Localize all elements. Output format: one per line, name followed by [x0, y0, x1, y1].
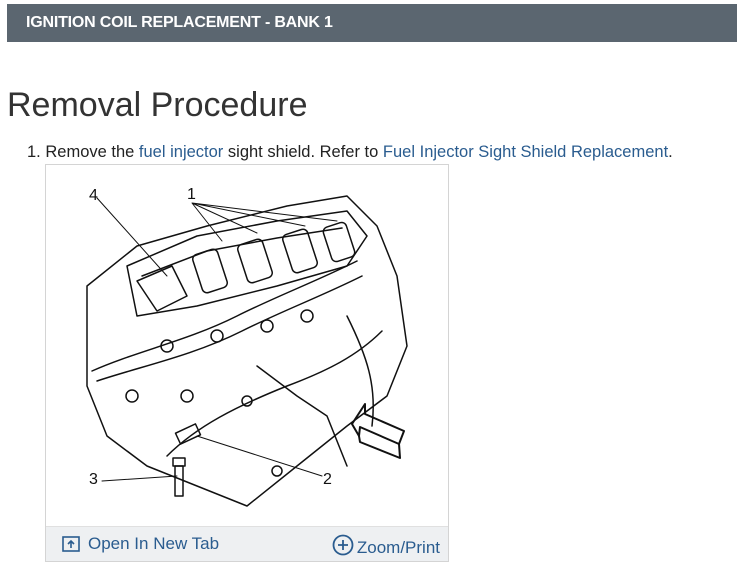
step-number: 1.	[27, 143, 41, 161]
sight-shield-replacement-link[interactable]: Fuel Injector Sight Shield Replacement	[382, 143, 669, 161]
header-bar: IGNITION COIL REPLACEMENT - BANK 1	[7, 4, 737, 42]
fuel-injector-link[interactable]: fuel injector	[138, 143, 224, 161]
open-in-new-tab-label: Open In New Tab	[88, 534, 220, 553]
zoom-print-label: Zoom/Print	[356, 538, 440, 557]
engine-illustration[interactable]: 1 2 3 4	[47, 166, 447, 526]
callout-3: 3	[89, 471, 98, 488]
section-heading: Removal Procedure	[7, 86, 308, 124]
open-in-new-tab-icon	[62, 536, 80, 552]
step-1: 1. Remove the fuel injector sight shield…	[27, 143, 673, 162]
open-in-new-tab-button[interactable]: Open In New Tab	[62, 534, 219, 554]
step-text-middle: sight shield. Refer to	[227, 143, 379, 161]
figure-footer: Open In New Tab Zoom/Print	[46, 526, 448, 561]
figure: 1 2 3 4 Open In New Tab Zoom/Print	[45, 164, 449, 562]
callout-4: 4	[89, 187, 98, 204]
zoom-print-button[interactable]: Zoom/Print	[332, 534, 440, 558]
step-text-before: Remove the	[45, 143, 135, 161]
callout-1: 1	[187, 186, 196, 203]
header-title: IGNITION COIL REPLACEMENT - BANK 1	[26, 14, 333, 31]
step-text-after: .	[668, 143, 673, 161]
callout-2: 2	[323, 471, 332, 488]
zoom-plus-icon	[332, 534, 354, 556]
